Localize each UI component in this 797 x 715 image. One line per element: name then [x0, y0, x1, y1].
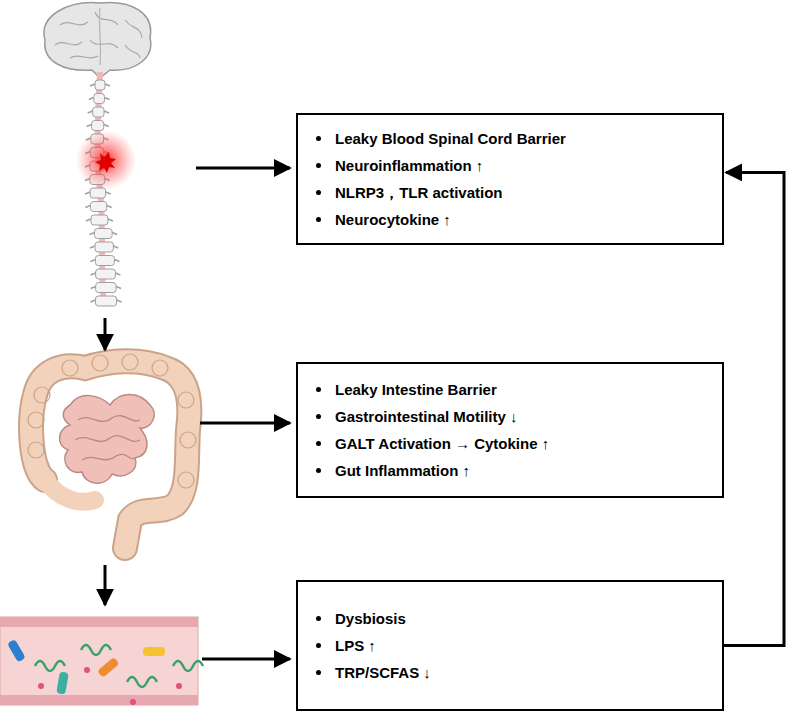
bullet: [316, 670, 321, 675]
bullet: [316, 468, 321, 473]
box-text: Gut Inflammation ↑: [335, 457, 470, 484]
bullet-item: Gastrointestinal Motility ↓: [316, 403, 708, 430]
bullet: [316, 387, 321, 392]
box-text: Neurocytokine ↑: [335, 206, 451, 233]
bullet-item: Dysbiosis: [316, 605, 708, 632]
bullet: [316, 190, 321, 195]
bullet-item: Gut Inflammation ↑: [316, 457, 708, 484]
bullet: [316, 163, 321, 168]
bullet: [316, 217, 321, 222]
bullet-item: LPS ↑: [316, 632, 708, 659]
injury-mark: [95, 152, 116, 173]
bullet: [316, 441, 321, 446]
box-text: NLRP3，TLR activation: [335, 179, 503, 206]
process-box: Leaky Blood Spinal Cord BarrierNeuroinfl…: [296, 113, 724, 245]
box-text: Gastrointestinal Motility ↓: [335, 403, 518, 430]
box-text: Neuroinflammation ↑: [335, 152, 483, 179]
box-text: LPS ↑: [335, 632, 376, 659]
process-box: Leaky Intestine BarrierGastrointestinal …: [296, 362, 724, 498]
bullet-item: Leaky Blood Spinal Cord Barrier: [316, 125, 708, 152]
bullet-item: GALT Activation → Cytokine ↑: [316, 430, 708, 457]
bullet: [316, 136, 321, 141]
bullet-item: TRP/SCFAS ↓: [316, 659, 708, 686]
box-text: Leaky Intestine Barrier: [335, 376, 497, 403]
intestine: [28, 354, 196, 548]
box-text: Leaky Blood Spinal Cord Barrier: [335, 125, 566, 152]
bullet-item: Neurocytokine ↑: [316, 206, 708, 233]
bullet: [316, 643, 321, 648]
pointer-arrow: [105, 168, 290, 659]
box-text: TRP/SCFAS ↓: [335, 659, 431, 686]
process-box: DysbiosisLPS ↑TRP/SCFAS ↓: [296, 580, 724, 711]
box-text: Dysbiosis: [335, 605, 406, 632]
feedback-arrow: [724, 172, 784, 645]
bullet: [316, 414, 321, 419]
bullet: [316, 616, 321, 621]
injury-glow: [76, 130, 136, 190]
box-text: GALT Activation → Cytokine ↑: [335, 430, 549, 457]
brain: [44, 3, 151, 78]
bullet-item: Leaky Intestine Barrier: [316, 376, 708, 403]
bullet-item: Neuroinflammation ↑: [316, 152, 708, 179]
gut-lining: [0, 617, 203, 705]
bullet-item: NLRP3，TLR activation: [316, 179, 708, 206]
